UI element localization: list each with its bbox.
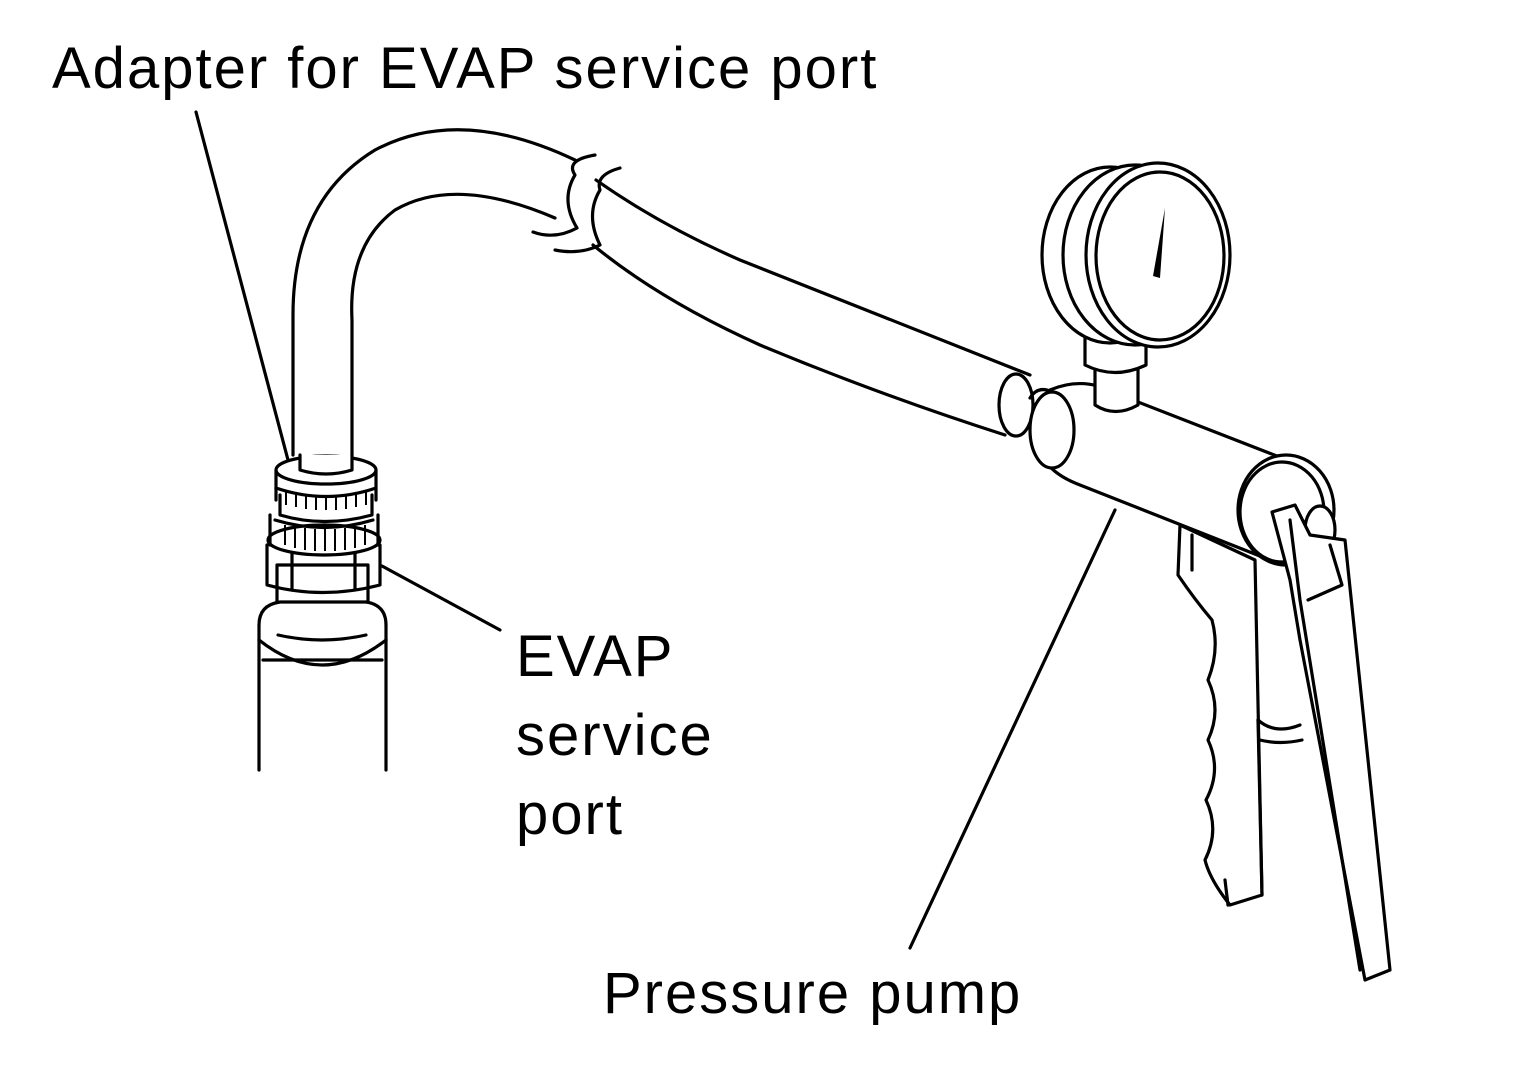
leader-lines <box>194 110 1117 950</box>
pressure-pump <box>1028 161 1392 982</box>
evap-port-label-line3: port <box>516 782 624 847</box>
evap-port-label-line1: EVAP <box>516 624 675 689</box>
evap-port-leader-line <box>380 564 502 632</box>
pressure-pump-label: Pressure pump <box>603 961 1023 1026</box>
evap-port-label-line2: service <box>516 703 714 768</box>
adapter-label: Adapter for EVAP service port <box>52 36 879 101</box>
pump-leader-line <box>908 508 1117 950</box>
adapter-leader-line <box>194 110 290 462</box>
evap-service-port-label: EVAP service port <box>516 617 714 854</box>
adapter-knurled-rings <box>266 453 382 557</box>
evap-service-port-pipe <box>257 600 388 772</box>
hose <box>291 128 1035 457</box>
service-port-fitting <box>265 543 382 642</box>
